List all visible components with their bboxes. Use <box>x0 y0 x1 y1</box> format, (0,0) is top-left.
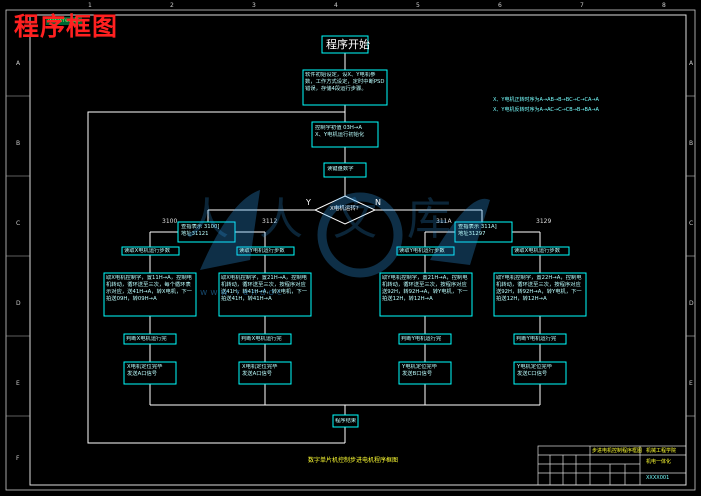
decision-yes: Y <box>306 198 311 207</box>
ruler-side-b: B <box>16 140 21 147</box>
read-steps-1: 读取X电机运行步数 <box>124 248 171 254</box>
titleblock-dept: 机电一体化 <box>646 459 672 465</box>
column-connectors <box>149 255 541 405</box>
proc-2: 取X电机控制字，置21H→A，控制电机转动，循环送至三次，按程序对应送41H，转… <box>221 275 308 303</box>
ruler-top-7: 7 <box>580 2 584 9</box>
watermark-sub: w w w . r e n d o c <box>200 288 282 298</box>
inner-frame <box>29 14 687 486</box>
addr-3129: 3129 <box>536 218 552 225</box>
watermark <box>200 190 490 278</box>
sub1-label: 查指表示 3100] 地址31121 <box>181 224 220 238</box>
title-block <box>537 445 687 486</box>
check-4: 判断Y电机运行完 <box>516 336 557 342</box>
header-tag: wwwrenda <box>46 17 83 25</box>
ruler-side-e: E <box>16 380 20 387</box>
ruler-top-2: 2 <box>170 2 174 9</box>
ruler-top-3: 3 <box>252 2 256 9</box>
start-label: 程序开始 <box>326 38 370 51</box>
init-box <box>302 69 388 106</box>
ruler-side-f: F <box>16 455 20 462</box>
sub1-box <box>177 221 236 243</box>
sub2-box <box>454 221 513 243</box>
titleblock-name: 步进电机控制程序框图 <box>592 448 643 454</box>
ruler-side-c: C <box>16 220 21 227</box>
read-steps-3: 读取Y电机运行步数 <box>399 248 445 254</box>
ruler-top-6: 6 <box>498 2 502 9</box>
diagram-caption: 数字单片机控制步进电机程序框图 <box>308 457 399 464</box>
watermark-text: 人人文库 <box>185 194 481 245</box>
read-steps-4: 读取X电机运行步数 <box>514 248 561 254</box>
ruler-right-e: E <box>689 380 693 387</box>
titleblock-school: 机械工程学院 <box>646 448 677 454</box>
outer-frame <box>5 9 696 491</box>
ctrl-word-label: 控制字初值 03H→A X、Y电机运行初始化 <box>315 125 365 139</box>
proc-1: 取X电机控制字，置11H→A，控制电机转动，循环送至三次，每个循环表示对应，送4… <box>106 275 192 303</box>
sub2-label: 查指表示 311A] 地址31297 <box>458 224 497 238</box>
ruler-side-a: A <box>16 60 21 67</box>
result-2: X电机定位完毕 发送A口信号 <box>242 364 278 378</box>
start-box <box>321 35 369 54</box>
check-2: 判断X电机运行完 <box>241 336 282 342</box>
decision-label: X电机运转? <box>330 206 359 212</box>
legend-forward: X、Y电机正转时序为A→AB→B→BC→C→CA→A <box>493 97 599 103</box>
result-3: Y电机定位完毕 发送B口信号 <box>402 364 438 378</box>
ruler-top-4: 4 <box>334 2 338 9</box>
ruler-top-8: 8 <box>662 2 666 9</box>
page-title: 程序框图 <box>14 12 119 41</box>
ruler-side-d: D <box>16 300 21 307</box>
proc-3: 取Y电机控制字，置21H→A，控制电机转动，循环送至三次，按程序对应送92H，转… <box>382 275 468 303</box>
init-label: 软件初始设定，设X、Y电机参数，工作方式设定，定时中断PSD错误，存储4段运行步… <box>305 72 385 93</box>
ruler-right-c: C <box>689 220 694 227</box>
ruler-right-b: B <box>689 140 694 147</box>
check-3: 判断Y电机运行完 <box>401 336 442 342</box>
loop-back-line <box>87 111 345 444</box>
legend-reverse: X、Y电机反转时序为A→AC→C→CB→B→BA→A <box>493 107 599 113</box>
decision-diamond <box>313 195 377 225</box>
addr-3112: 3112 <box>262 218 278 225</box>
result-4: Y电机定位完毕 发送C口信号 <box>517 364 553 378</box>
ruler-top-1: 1 <box>88 2 92 9</box>
ruler-right-a: A <box>689 60 694 67</box>
ctrl-word-box <box>311 121 379 148</box>
addr-3100: 3100 <box>162 218 178 225</box>
end-box <box>332 414 359 428</box>
end-label: 程序结束 <box>335 418 357 424</box>
ruler-right-d: D <box>689 300 694 307</box>
check-1: 判断X电机运行完 <box>126 336 167 342</box>
decision-no: N <box>375 198 381 207</box>
read-steps-2: 读取Y电机运行步数 <box>239 248 285 254</box>
addr-311a: 311A <box>436 218 452 225</box>
titleblock-drawing-no: XXXX001 <box>646 475 670 481</box>
ruler-top-5: 5 <box>416 2 420 9</box>
read-input-box <box>323 162 367 178</box>
result-1: X电机定位完毕 发送A口信号 <box>127 364 163 378</box>
proc-4: 取Y电机控制字，置22H→A，控制电机转动，循环送至三次，按程序对应送92H，转… <box>496 275 582 303</box>
read-input-label: 读键盘数字 <box>327 166 354 172</box>
